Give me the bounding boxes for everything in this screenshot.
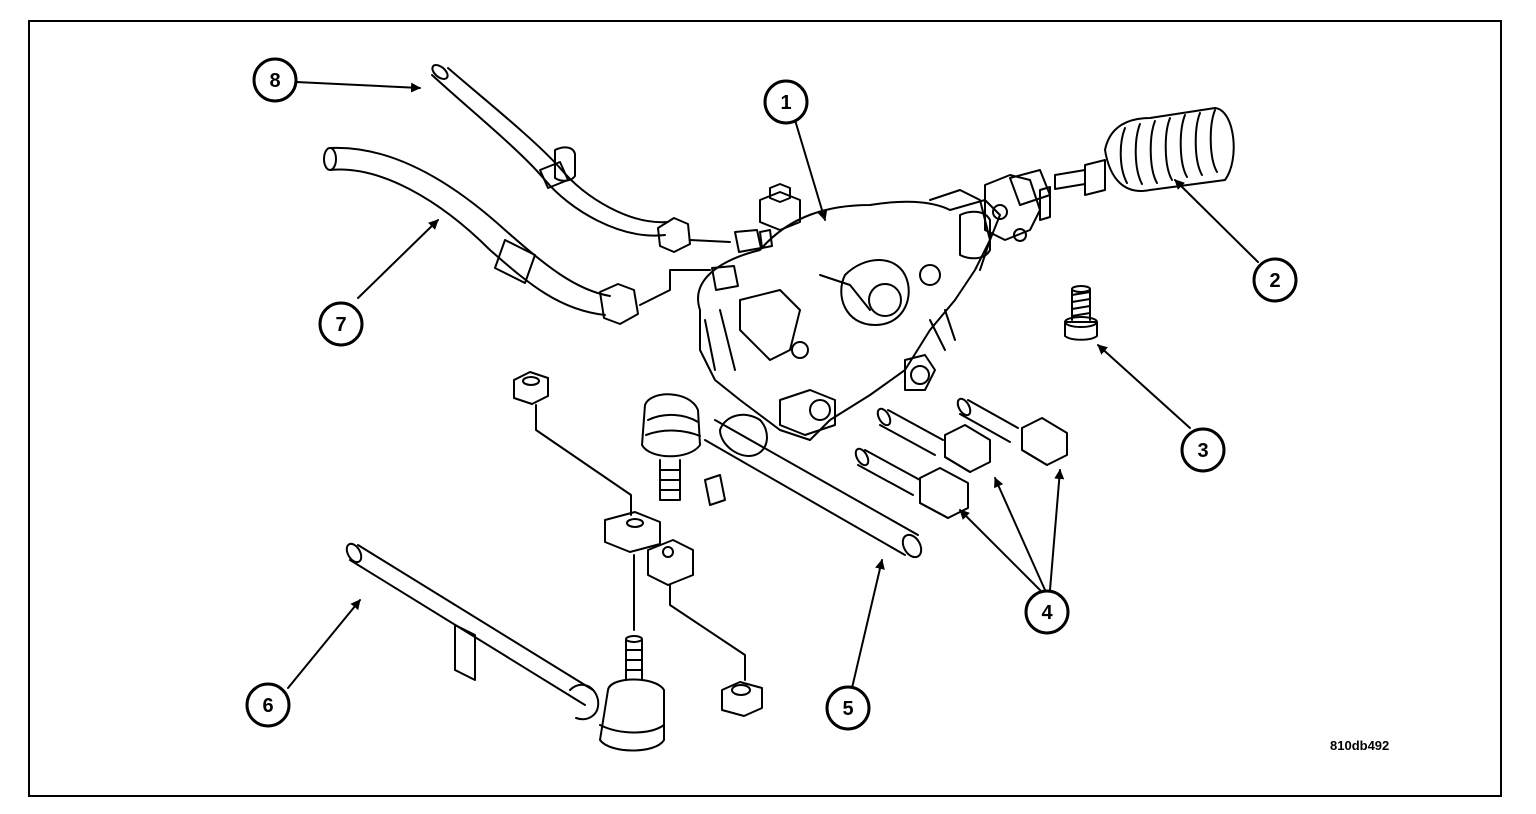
outer-tie-rod-end: [599, 635, 665, 752]
callout-1: [763, 79, 809, 125]
leader-arrows: [287, 81, 1259, 689]
callout-7: [318, 301, 364, 347]
callout-3-label: 3: [1197, 440, 1208, 462]
callouts: [245, 57, 1298, 731]
arrow-4c: [1049, 469, 1065, 591]
callout-5: [825, 685, 871, 731]
diagram-frame: [28, 20, 1502, 797]
callout-1-label: 1: [780, 92, 791, 114]
callout-2-label: 2: [1269, 270, 1280, 292]
callout-2: [1252, 257, 1298, 303]
lower-nut: [721, 681, 763, 717]
arrow-4b: [994, 477, 1046, 591]
callout-7-label: 7: [335, 314, 346, 336]
mounting-bolts: [854, 397, 1068, 519]
adjuster-bracket-right: [647, 539, 694, 586]
leader-line: [535, 404, 632, 516]
small-bolt: [1064, 285, 1098, 341]
steering-gear-housing: [697, 169, 1051, 441]
adjuster-bracket-left: [604, 511, 661, 553]
arrow-2: [1174, 179, 1259, 263]
callout-6: [245, 682, 291, 728]
callout-8-label: 8: [269, 70, 280, 92]
return-hose: [323, 146, 739, 325]
arrow-4a: [959, 509, 1041, 591]
arrow-7: [357, 219, 439, 299]
callout-4: [1024, 589, 1070, 635]
arrow-1: [794, 119, 828, 221]
callout-4-label: 4: [1041, 602, 1053, 624]
pressure-hose: [431, 64, 773, 253]
callout-3: [1180, 427, 1226, 473]
tie-rod: [704, 413, 923, 559]
arrow-5: [851, 559, 885, 689]
figure-reference-code: 810db492: [1330, 738, 1390, 753]
callout-5-label: 5: [842, 698, 853, 720]
upper-tie-rod-end: [641, 393, 701, 501]
steering-coupler-boot: [1054, 107, 1235, 196]
upper-nut: [513, 371, 549, 405]
outer-tie-rod-tube: [345, 542, 600, 720]
arrow-6: [287, 599, 361, 689]
leader-line: [669, 584, 746, 681]
arrow-8: [295, 81, 421, 93]
arrow-3: [1097, 344, 1191, 429]
callout-8: [252, 57, 298, 103]
callout-6-label: 6: [262, 695, 273, 717]
